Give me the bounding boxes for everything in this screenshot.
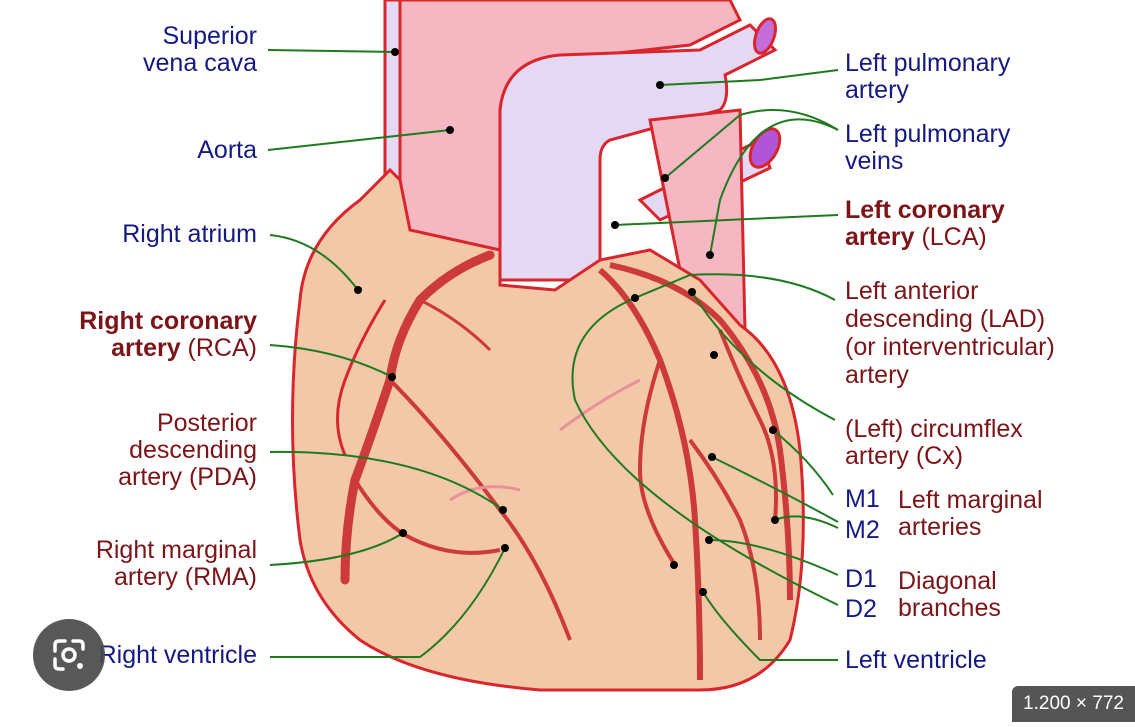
label-m1: M1 (845, 485, 880, 513)
label-d1: D1 (845, 565, 877, 593)
label-d2: D2 (845, 595, 877, 623)
label-rca: Right coronary artery (RCA) (79, 307, 257, 362)
label-left-marginal-arteries: Left marginal arteries (898, 486, 1043, 541)
pulmonary-artery-opening (753, 17, 777, 55)
label-left-pulmonary-veins: Left pulmonary veins (845, 120, 1011, 175)
label-aorta: Aorta (197, 136, 257, 164)
label-diagonal-branches: Diagonal branches (898, 567, 1001, 622)
label-pda: Posterior descending artery (PDA) (118, 409, 257, 491)
label-right-atrium: Right atrium (122, 220, 257, 248)
circumflex-path (609, 262, 793, 601)
label-rma: Right marginal artery (RMA) (95, 536, 257, 591)
pulmonary-artery-shape (498, 23, 778, 282)
google-lens-icon[interactable] (33, 619, 105, 691)
pulmonary-vein-opening (748, 127, 782, 169)
image-size-badge: 1.200 × 772 (1012, 686, 1135, 722)
label-right-ventricle: Right ventricle (98, 641, 257, 669)
label-superior-vena-cava: Superior vena cava (143, 22, 257, 77)
lad-path (598, 267, 703, 681)
label-lad: Left anterior descending (LAD) (or inter… (845, 277, 1055, 389)
label-lca: Left coronary artery (LCA) (845, 196, 1005, 251)
diagonal-d1 (637, 359, 677, 567)
label-left-pulmonary-artery: Left pulmonary artery (845, 49, 1011, 104)
diagonal-d2 (688, 438, 762, 641)
label-m2: M2 (845, 516, 880, 544)
marginal-m1 (718, 329, 778, 521)
label-circumflex: (Left) circumflex artery (Cx) (845, 415, 1023, 470)
leader-dots (354, 48, 779, 596)
label-left-ventricle: Left ventricle (845, 646, 987, 674)
leader-lines (267, 49, 839, 661)
